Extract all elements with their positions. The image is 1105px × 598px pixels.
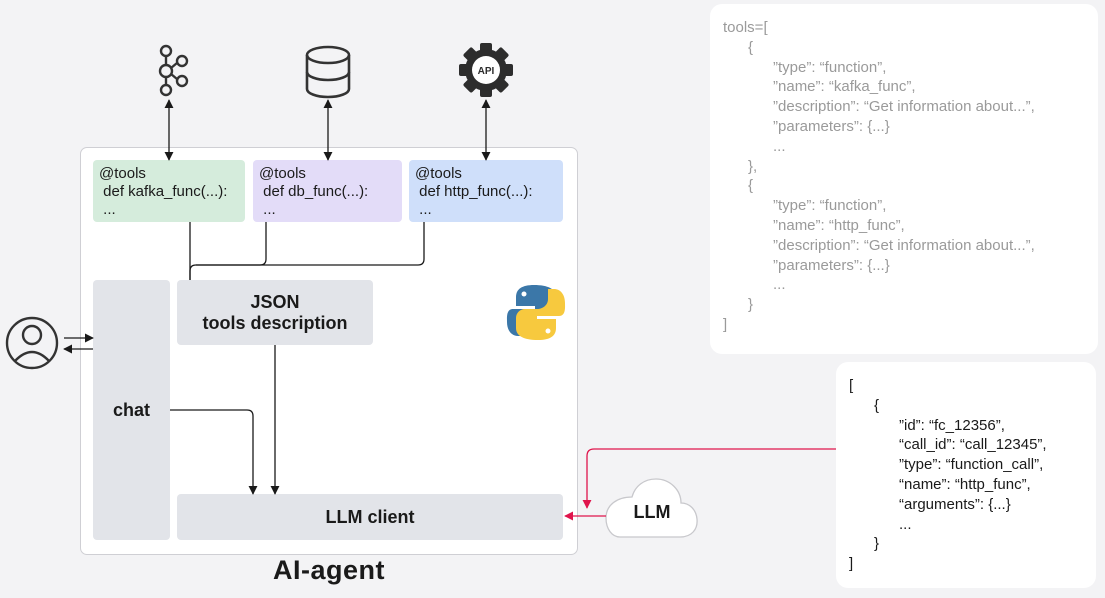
tool-body: ... (259, 201, 276, 218)
code-line: ”description”: “Get information about...… (723, 236, 1035, 254)
database-icon (305, 45, 351, 99)
api-label: API (478, 66, 495, 77)
json-tools-description-box: JSON tools description (177, 280, 373, 345)
code-line: ... (849, 515, 912, 533)
llm-cloud-label: LLM (634, 502, 671, 522)
tool-connectors (189, 222, 425, 280)
tool-decorator: @tools (259, 165, 306, 182)
code-line: { (723, 177, 754, 195)
code-line: “name”: “http_func”, (849, 476, 1031, 493)
tools-schema-panel: tools=[ { ”type”: “function”, ”name”: “k… (710, 4, 1098, 354)
code-line: ”type”: “function”, (723, 197, 887, 215)
code-line: }, (723, 157, 758, 175)
code-line: ] (849, 555, 854, 573)
code-line: ”description”: “Get information about...… (723, 98, 1035, 116)
code-line: { (723, 38, 754, 56)
tool-body: ... (99, 201, 116, 218)
tool-body: ... (415, 201, 432, 218)
code-line: ] (723, 316, 728, 333)
code-line: ”type”: “function_call”, (849, 456, 1044, 474)
code-line: “call_id”: “call_12345”, (849, 436, 1047, 454)
code-line: { (849, 396, 880, 414)
function-call-arrow (582, 448, 836, 509)
code-line: ”parameters”: {...} (723, 256, 890, 274)
code-line: ”name”: “http_func”, (723, 217, 905, 234)
python-logo-icon (506, 285, 566, 340)
http-tool-box: @tools def http_func(...): ... (409, 160, 563, 222)
tool-decorator: @tools (99, 165, 146, 182)
code-line: ... (723, 276, 786, 294)
tool-decorator: @tools (415, 165, 462, 182)
json-label: JSON (250, 291, 300, 312)
code-line: } (849, 535, 880, 553)
chat-to-llm-arrow (170, 409, 258, 495)
chat-box: chat (93, 280, 170, 540)
tool-def: def kafka_func(...): (99, 183, 228, 200)
code-line: ”parameters”: {...} (723, 118, 890, 135)
api-gear-icon: API (459, 43, 513, 97)
tools-description-label: tools description (202, 312, 348, 333)
code-line: ... (723, 137, 786, 155)
code-line: tools=[ (723, 19, 768, 36)
chat-label: chat (112, 399, 150, 420)
tool-def: def http_func(...): (415, 183, 533, 200)
kafka-tool-box: @tools def kafka_func(...): ... (93, 160, 245, 222)
code-line: “arguments”: {...} (849, 495, 1011, 513)
llm-client-label: LLM client (325, 506, 415, 527)
llm-client-box: LLM client (177, 494, 563, 540)
ai-agent-title: AI-agent (273, 555, 385, 585)
tool-def: def db_func(...): (259, 183, 369, 200)
llm-cloud-icon: LLM (605, 478, 698, 538)
code-line: ”id”: “fc_12356”, (849, 416, 1005, 434)
code-line: ”name”: “kafka_func”, (723, 78, 916, 96)
user-icon (5, 316, 59, 370)
code-line: [ (849, 377, 854, 394)
kafka-icon (158, 44, 189, 97)
code-line: } (723, 296, 754, 314)
code-line: ”type”: “function”, (723, 58, 887, 76)
function-call-panel: [ { ”id”: “fc_12356”, “call_id”: “call_1… (836, 362, 1096, 588)
db-tool-box: @tools def db_func(...): ... (253, 160, 402, 222)
